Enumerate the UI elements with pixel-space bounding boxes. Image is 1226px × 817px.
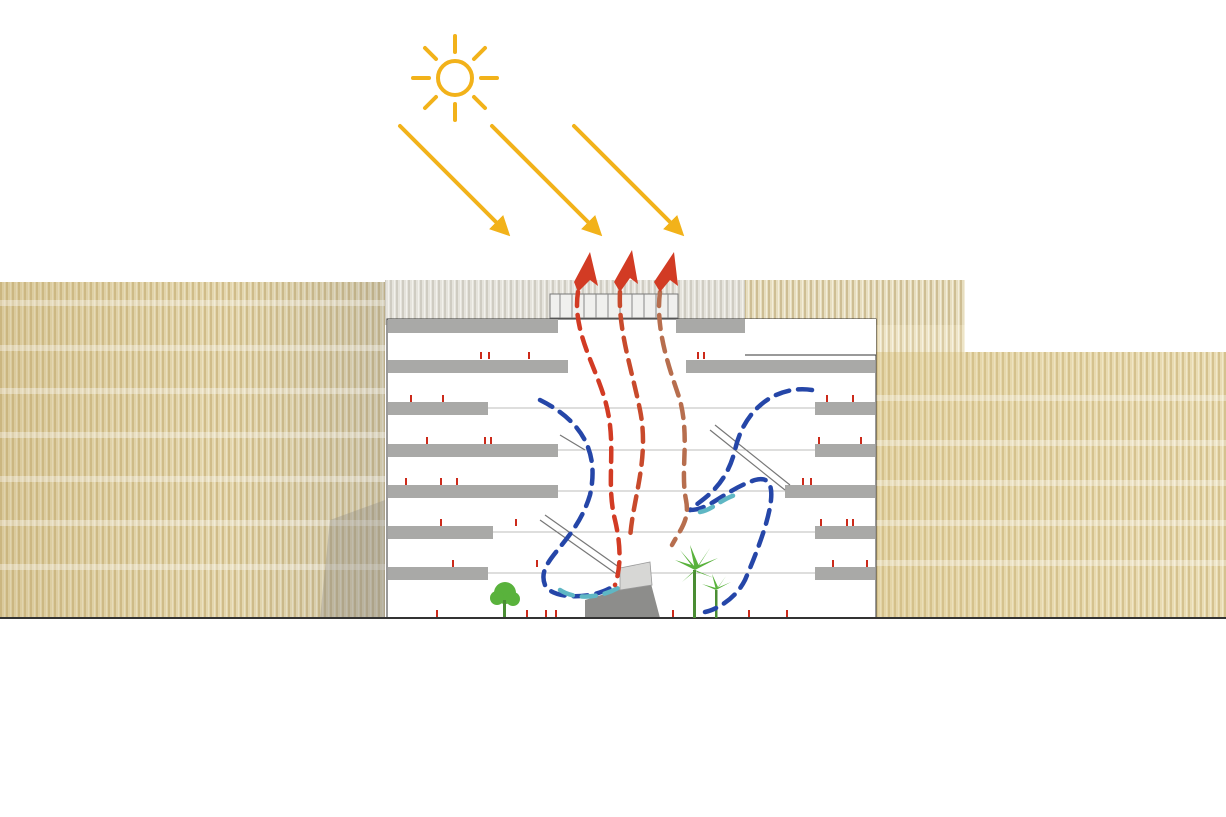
person-icon bbox=[852, 395, 854, 402]
cool-air-flow-right-mid bbox=[697, 492, 738, 515]
person-icon bbox=[860, 437, 862, 444]
person-icon bbox=[440, 478, 442, 485]
person-icon bbox=[826, 395, 828, 402]
person-icon bbox=[484, 437, 486, 444]
person-icon bbox=[456, 478, 458, 485]
tree-icon bbox=[490, 582, 520, 617]
sun-icon bbox=[411, 34, 499, 122]
palm-icon bbox=[702, 574, 731, 618]
person-icon bbox=[748, 610, 750, 617]
person-icon bbox=[452, 560, 454, 567]
hot-air-flow-2 bbox=[617, 289, 646, 543]
cool-air-flow-right bbox=[687, 387, 815, 513]
person-icon bbox=[440, 519, 442, 526]
person-icon bbox=[802, 478, 804, 485]
person-icon bbox=[515, 519, 517, 526]
hot-air-flows bbox=[574, 289, 690, 588]
person-icon bbox=[832, 560, 834, 567]
escalator-icon bbox=[539, 424, 791, 581]
hot-air-flow-3 bbox=[656, 289, 690, 548]
cool-air-flow-left bbox=[537, 397, 618, 599]
hot-air-flow-1 bbox=[574, 289, 622, 588]
person-icon bbox=[697, 352, 699, 359]
person-icon bbox=[488, 352, 490, 359]
palm-icon bbox=[675, 545, 718, 618]
section-building bbox=[386, 293, 877, 619]
person-icon bbox=[545, 610, 547, 617]
person-icon bbox=[555, 610, 557, 617]
cool-air-flows bbox=[537, 387, 815, 615]
person-icon bbox=[846, 519, 848, 526]
person-icon bbox=[866, 560, 868, 567]
person-icon bbox=[536, 560, 538, 567]
person-icon bbox=[526, 610, 528, 617]
person-icon bbox=[442, 395, 444, 402]
right-building-facade bbox=[876, 352, 1226, 618]
sun-ray-arrow bbox=[398, 124, 511, 237]
person-icon bbox=[703, 352, 705, 359]
person-icon bbox=[426, 437, 428, 444]
person-icon bbox=[410, 395, 412, 402]
person-icon bbox=[528, 352, 530, 359]
sun-ray-arrow bbox=[490, 124, 603, 237]
left-building-facade bbox=[0, 282, 385, 618]
person-icon bbox=[436, 610, 438, 617]
person-icon bbox=[820, 519, 822, 526]
person-icon bbox=[490, 437, 492, 444]
person-icon bbox=[786, 610, 788, 617]
hot-air-arrow bbox=[574, 252, 598, 292]
sun-rays bbox=[398, 124, 685, 237]
person-icon bbox=[818, 437, 820, 444]
person-icon bbox=[810, 478, 812, 485]
hot-air-arrow bbox=[654, 252, 678, 292]
person-icon bbox=[405, 478, 407, 485]
people-figures bbox=[405, 352, 868, 617]
hot-air-arrowheads bbox=[574, 250, 678, 292]
hot-air-arrow bbox=[614, 250, 638, 292]
person-icon bbox=[672, 610, 674, 617]
sun-ray-arrow bbox=[572, 124, 685, 237]
cool-air-flow-right-lower bbox=[687, 476, 774, 615]
vegetation bbox=[490, 545, 731, 618]
cool-air-flow-left-lower bbox=[557, 585, 621, 599]
person-icon bbox=[480, 352, 482, 359]
person-icon bbox=[852, 519, 854, 526]
